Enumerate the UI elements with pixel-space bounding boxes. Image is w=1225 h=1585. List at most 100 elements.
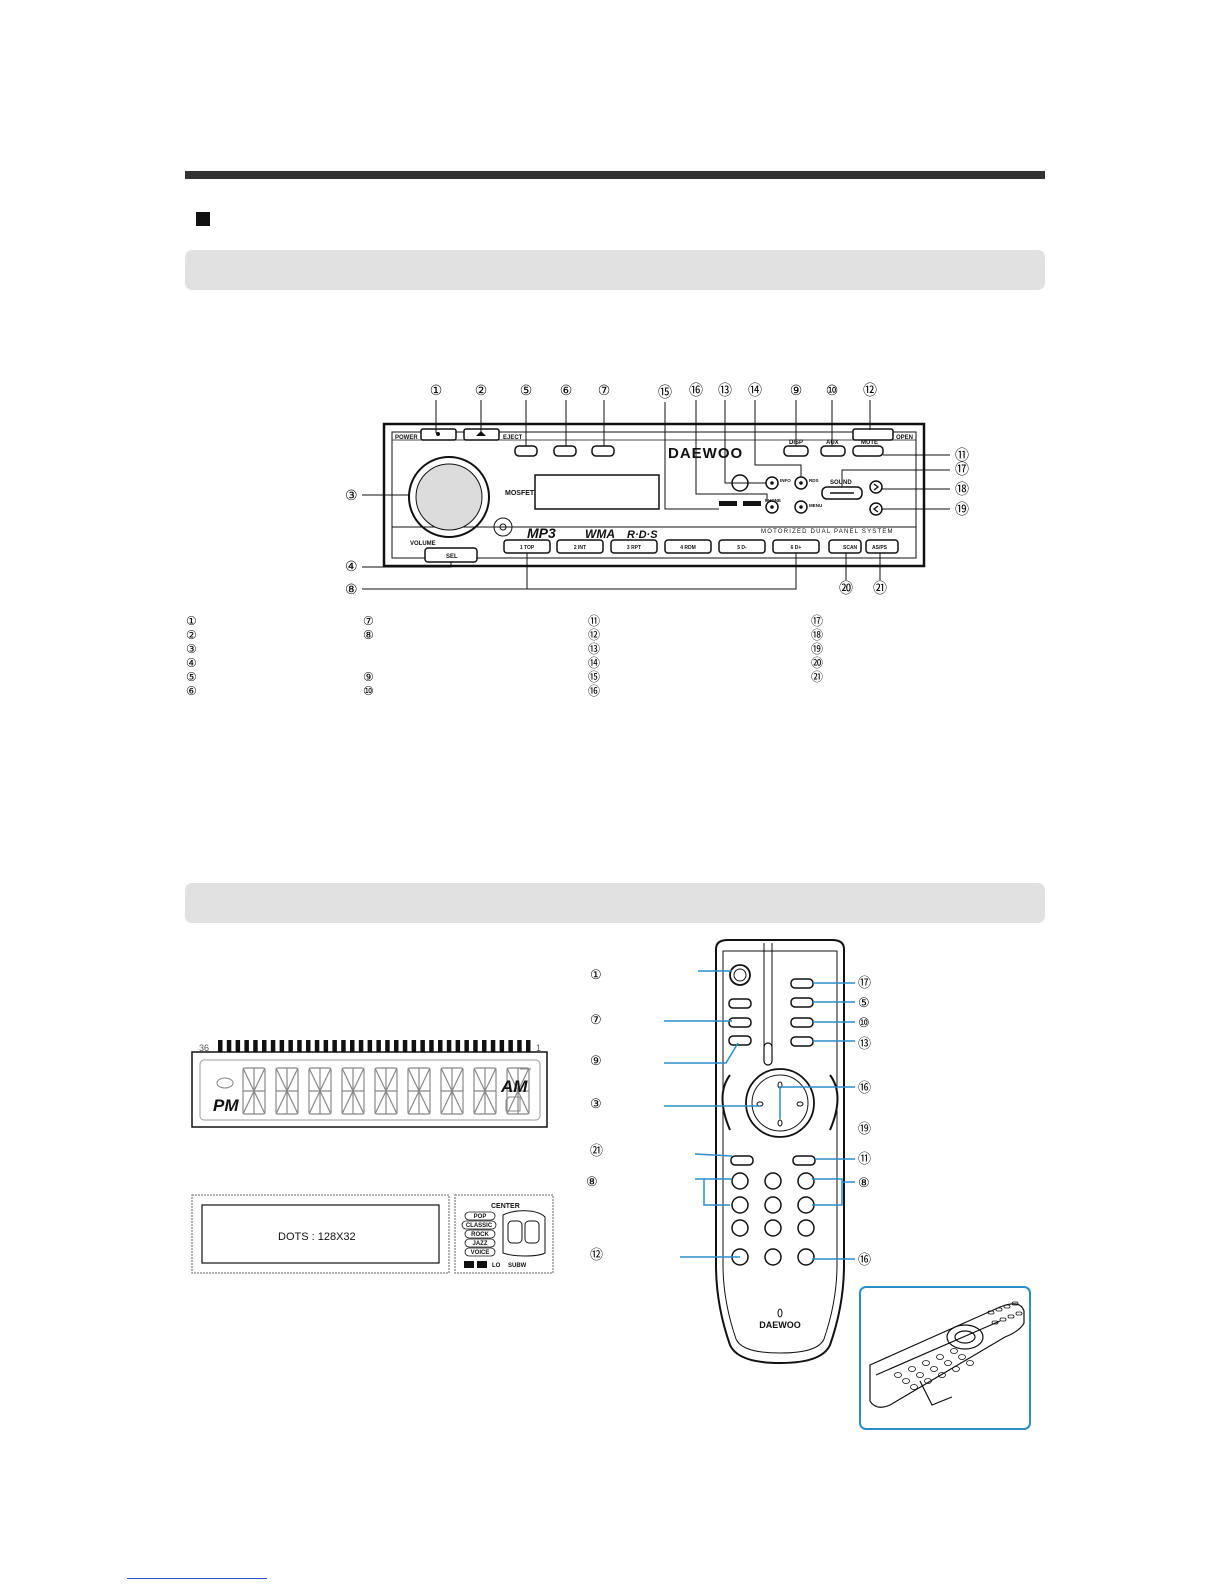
callout-14: ⑭ xyxy=(748,382,762,398)
remote-callout-8-left: ⑧ xyxy=(586,1174,598,1189)
lcd-number-1: 1 xyxy=(536,1043,541,1053)
rds-logo: R·D·S xyxy=(627,529,658,541)
keypad-button[interactable] xyxy=(797,1172,815,1190)
inset-key xyxy=(966,1360,974,1366)
keypad-button[interactable] xyxy=(764,1196,782,1214)
keypad-button[interactable] xyxy=(764,1219,782,1237)
preset-6-label: 6 D+ xyxy=(791,545,802,551)
eject-label: EJECT xyxy=(503,435,523,441)
lcd-digit xyxy=(275,1067,299,1115)
remote-keypad xyxy=(731,1172,815,1266)
lcd-digit xyxy=(374,1067,398,1115)
lcd-pin xyxy=(367,1040,373,1052)
lcd-digit xyxy=(308,1067,332,1115)
lcd-dots: DOTS : 128X32 xyxy=(278,1231,356,1243)
lcd-pin xyxy=(508,1040,513,1052)
keypad-button[interactable] xyxy=(764,1248,782,1266)
remote-callout-16-top: ⑯ xyxy=(858,1080,871,1095)
lcd-pins xyxy=(218,1040,531,1052)
lcd-pin xyxy=(253,1040,258,1052)
power-label: POWER xyxy=(395,435,418,441)
lcd-pin xyxy=(314,1040,320,1052)
keypad-button[interactable] xyxy=(797,1248,815,1266)
eq-rock: ROCK xyxy=(471,1232,489,1238)
head-unit-diagram: ① ② ⑤ ⑥ ⑦ ⑮ ⑯ ⑬ ⑭ ⑨ ⑩ ⑫ ⑪ ⑰ ⑱ ⑲ ③ ④ ⑧ ⑳ … xyxy=(345,382,969,597)
preset-buttons xyxy=(503,539,899,554)
keypad-button[interactable] xyxy=(731,1172,749,1190)
preset-2-label: 2 INT xyxy=(574,545,586,551)
section-bar-front-panel xyxy=(185,250,1045,290)
lcd-pin xyxy=(455,1040,461,1052)
lcd-digit xyxy=(242,1067,266,1115)
eq-pop: POP xyxy=(474,1214,487,1220)
section-bar-remote xyxy=(185,883,1045,923)
lcd-digit xyxy=(473,1067,497,1115)
callout-5: ⑤ xyxy=(520,382,533,398)
inset-key xyxy=(922,1360,930,1366)
callout-1: ① xyxy=(430,382,443,398)
preset-1-label: 1 TOP xyxy=(520,545,535,551)
inset-key xyxy=(1011,1301,1019,1306)
inset-key xyxy=(938,1372,946,1378)
lcd-pin xyxy=(499,1040,505,1052)
lcd-pin xyxy=(394,1040,399,1052)
keypad-button[interactable] xyxy=(797,1219,815,1237)
sel-label: SEL xyxy=(446,554,458,560)
eq-jazz: JAZZ xyxy=(473,1241,488,1247)
lcd-lo: LO xyxy=(492,1263,501,1269)
lcd-pin xyxy=(244,1040,249,1052)
rds-label: RDS xyxy=(809,478,819,483)
wma-logo: WMA xyxy=(585,527,615,541)
info-label: INFO xyxy=(780,478,791,483)
lcd-pin xyxy=(350,1040,355,1052)
lcd-subw: SUBW xyxy=(508,1263,527,1269)
remote-callout-7: ⑦ xyxy=(590,1012,602,1027)
callout-6: ⑥ xyxy=(560,382,573,398)
lcd-pin xyxy=(279,1040,285,1052)
lcd-digit xyxy=(407,1067,431,1115)
callout-12: ⑫ xyxy=(863,382,877,398)
lcd-pin xyxy=(341,1040,346,1052)
inset-key xyxy=(930,1366,938,1372)
footer-link-line xyxy=(127,1578,267,1579)
keypad-button[interactable] xyxy=(797,1196,815,1214)
remote-callout-10: ⑩ xyxy=(858,1015,870,1030)
menu-label: MENU xyxy=(809,503,822,508)
keypad-button[interactable] xyxy=(764,1172,782,1190)
inset-key xyxy=(1003,1304,1011,1309)
remote-callout-11: ⑪ xyxy=(858,1151,871,1166)
inset-key xyxy=(991,1320,999,1325)
callout-16: ⑯ xyxy=(689,382,703,398)
inset-key xyxy=(995,1307,1003,1312)
callout-19: ⑲ xyxy=(955,501,969,517)
inset-key xyxy=(894,1372,902,1378)
callout-9: ⑨ xyxy=(790,382,803,398)
preset-4-label: 4 RDM xyxy=(680,545,696,551)
lcd-segments xyxy=(242,1067,530,1115)
inset-key xyxy=(924,1378,932,1384)
lcd-pin xyxy=(438,1040,443,1052)
remote-callout-12: ⑫ xyxy=(590,1247,603,1262)
lcd-pin xyxy=(420,1040,425,1052)
lcd-pin xyxy=(218,1040,223,1052)
asps-label: AS/PS xyxy=(872,545,888,551)
remote-callout-21: ㉑ xyxy=(590,1143,603,1158)
inset-key xyxy=(1015,1311,1023,1316)
eq-classic: CLASSIC xyxy=(466,1223,493,1229)
callout-13: ⑬ xyxy=(718,382,732,398)
scan-label: SCAN xyxy=(843,545,858,551)
lcd-pin xyxy=(429,1040,434,1052)
keypad-button[interactable] xyxy=(731,1219,749,1237)
remote-callout-8-right: ⑧ xyxy=(858,1175,870,1190)
lcd-diagram: 36 1 PM AM DOTS : 128X32 CENTER POP CLAS… xyxy=(191,1040,554,1274)
lcd-pin xyxy=(376,1040,381,1052)
lcd-pin xyxy=(332,1040,337,1052)
preset-5-label: 5 D- xyxy=(737,545,747,551)
keypad-button[interactable] xyxy=(731,1196,749,1214)
callout-18: ⑱ xyxy=(955,481,969,497)
remote-callout-1: ① xyxy=(590,967,602,982)
callout-8: ⑧ xyxy=(345,581,358,597)
mp3-logo: MP3 xyxy=(527,525,556,541)
